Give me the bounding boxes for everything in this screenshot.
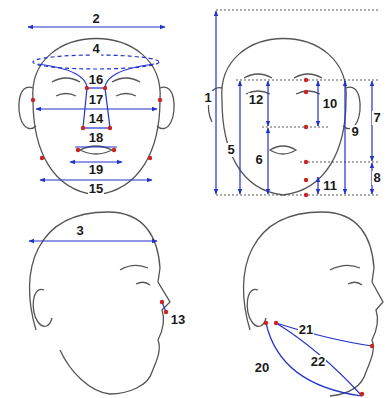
callout-number: 14	[88, 112, 104, 126]
callout-number: 20	[254, 361, 270, 375]
landmark-dots-left	[31, 86, 162, 160]
profile-left	[30, 212, 170, 394]
front-face-right	[209, 39, 361, 196]
callout-number: 15	[88, 182, 104, 196]
callout-number: 13	[170, 313, 186, 327]
landmark-dots-profile-right	[264, 321, 374, 396]
callout-number: 2	[91, 12, 100, 26]
callout-number: 21	[298, 323, 314, 337]
callout-number: 18	[88, 131, 104, 145]
callout-number: 9	[350, 125, 359, 139]
callout-number: 8	[372, 171, 381, 185]
landmark-dots-right	[304, 78, 308, 197]
landmark-dots-profile-left	[160, 300, 168, 314]
callout-number: 10	[322, 97, 338, 111]
callout-number: 1	[203, 91, 212, 105]
callout-number: 22	[310, 355, 326, 369]
reference-lines	[216, 10, 380, 195]
profile-right	[244, 212, 383, 396]
callout-number: 19	[88, 163, 104, 177]
callout-number: 11	[322, 179, 338, 193]
callout-number: 4	[91, 42, 100, 56]
callout-number: 12	[248, 93, 264, 107]
callout-number: 3	[75, 224, 84, 238]
front-face-left	[19, 39, 174, 196]
front-dimension-lines	[28, 27, 165, 180]
profile-left-lines	[29, 241, 166, 312]
profile-right-curves	[266, 323, 372, 396]
vertical-dimension-lines	[216, 11, 372, 194]
callout-number: 7	[372, 111, 381, 125]
callout-number: 6	[254, 153, 263, 167]
callout-number: 17	[88, 93, 104, 107]
callout-number: 16	[88, 73, 104, 87]
callout-number: 5	[226, 143, 235, 157]
